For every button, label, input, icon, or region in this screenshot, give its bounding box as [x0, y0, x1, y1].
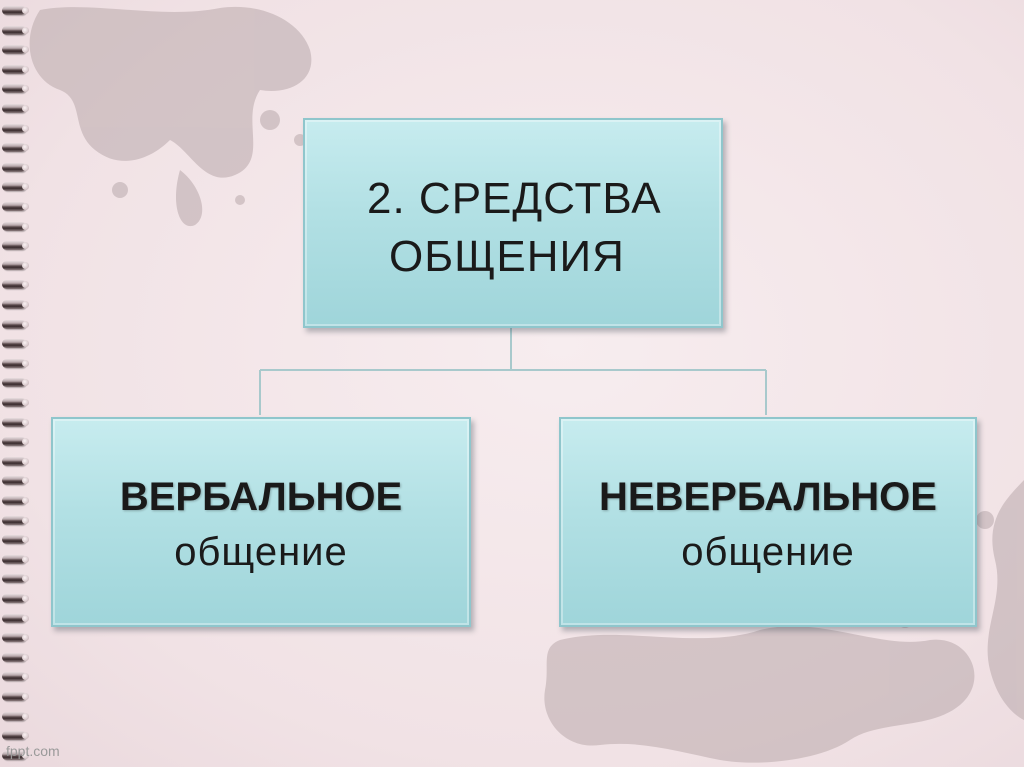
verbal-node-box: ВЕРБАЛЬНОЕ общение	[51, 417, 471, 627]
watermark-text: fppt.com	[6, 743, 60, 759]
nonverbal-node-box: НЕВЕРБАЛЬНОЕ общение	[559, 417, 977, 627]
root-node-line-1: 2. СРЕДСТВА	[367, 170, 721, 228]
root-node-label: 2. СРЕДСТВА ОБЩЕНИЯ	[305, 170, 721, 286]
nonverbal-node-subtitle: общение	[561, 527, 975, 577]
root-node-line-2: ОБЩЕНИЯ	[367, 228, 721, 286]
verbal-node-title: ВЕРБАЛЬНОЕ	[53, 472, 469, 522]
verbal-node-subtitle: общение	[53, 527, 469, 577]
nonverbal-node-title: НЕВЕРБАЛЬНОЕ	[561, 472, 975, 522]
root-node-box: 2. СРЕДСТВА ОБЩЕНИЯ	[303, 118, 723, 328]
